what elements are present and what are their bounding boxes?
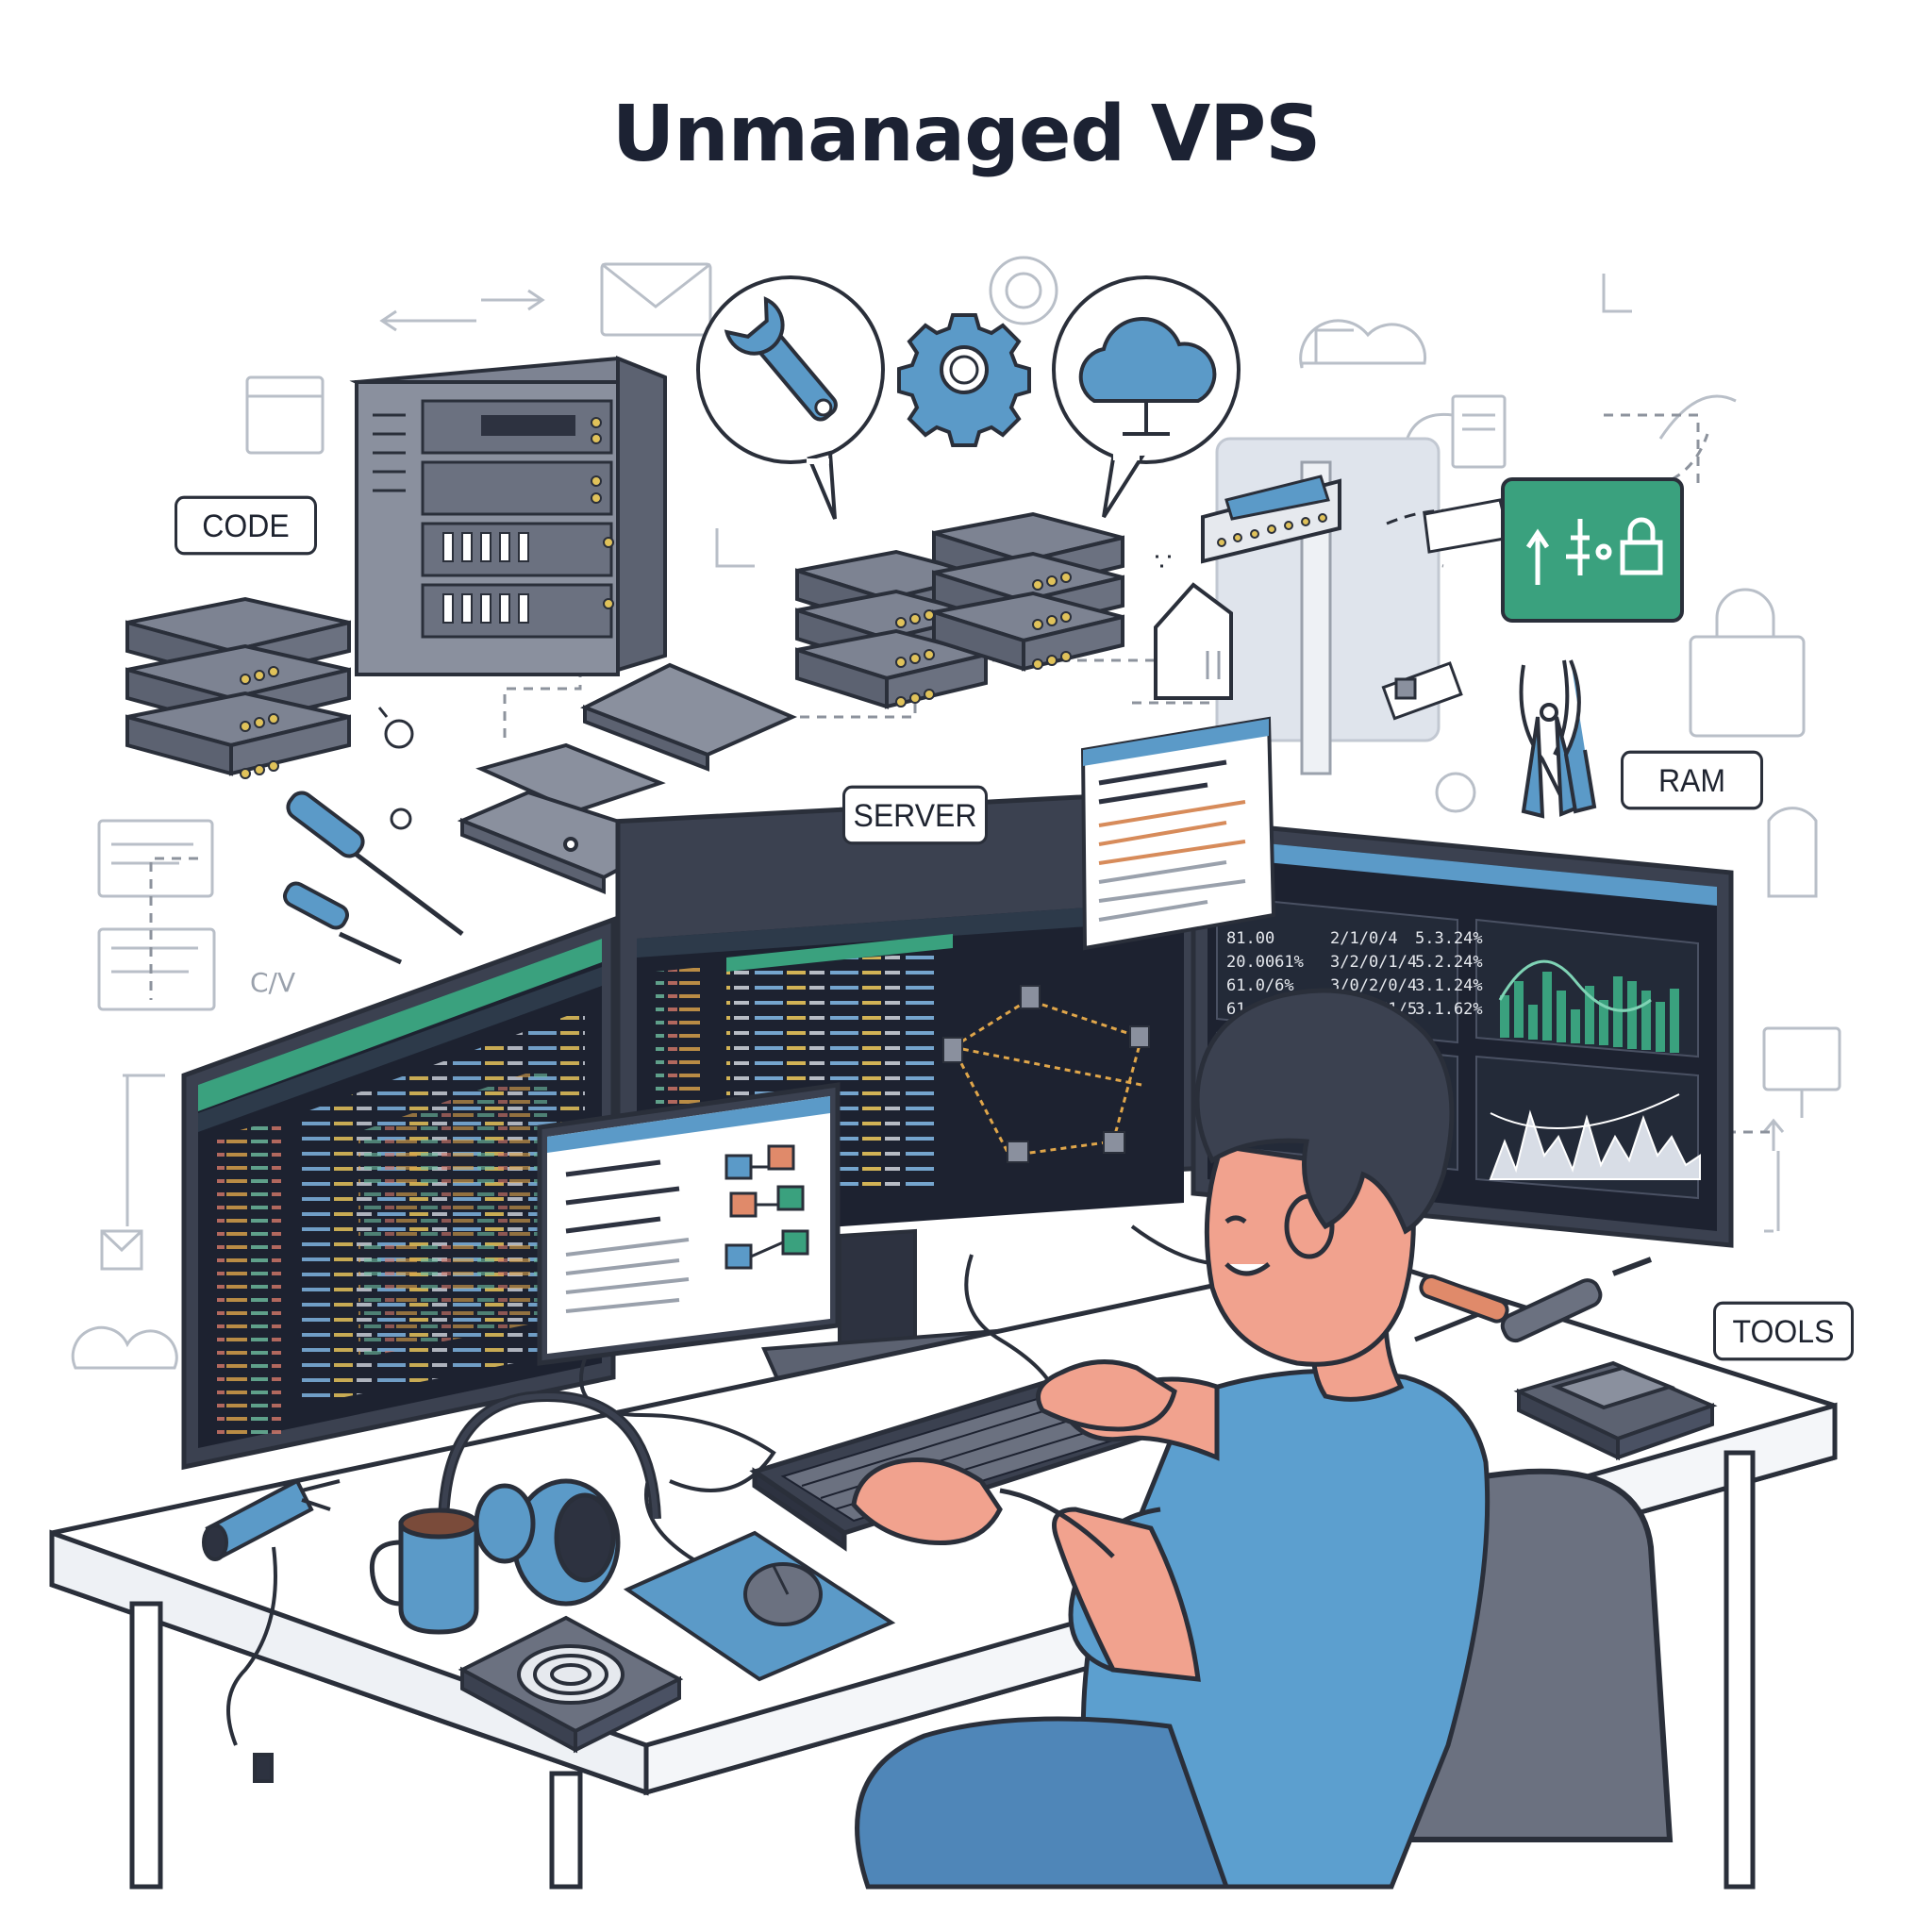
dashboard-cell: 3/0/2/0/4 — [1330, 976, 1417, 995]
soldering-iron-icon — [1414, 1257, 1718, 1461]
window-icon — [245, 375, 325, 455]
clamp-tool — [1381, 661, 1463, 721]
page-title: Unmanaged VPS — [611, 90, 1322, 179]
csv-doodle-label: C/V — [250, 967, 296, 998]
server-stack-left — [125, 596, 351, 779]
mousepad — [623, 1530, 896, 1682]
dashboard-row-3: 61.0/6% 3/0/2/0/43.1.24% — [1226, 976, 1483, 995]
dashboard-cell: 5.2.24% — [1415, 953, 1483, 972]
security-panel — [1501, 477, 1684, 623]
cloud-icon — [1078, 317, 1217, 403]
cloud-small-icon — [71, 1325, 178, 1370]
background-doodles — [71, 256, 1841, 1370]
headphones-icon — [438, 1390, 661, 1607]
dashboard-cell: 3.1.24% — [1415, 976, 1483, 995]
small-doodles — [377, 555, 1171, 830]
screwdriver-icon — [282, 791, 464, 965]
front-monitor — [537, 1082, 841, 1366]
server-label: SERVER — [853, 796, 977, 833]
rack-server — [349, 356, 667, 676]
developer-person — [851, 988, 1491, 1890]
tools-label-tag: TOOLS — [1713, 1301, 1854, 1361]
area-chart — [1489, 1109, 1701, 1180]
code-label-tag: CODE — [175, 495, 317, 556]
cloud-outline-icon — [1299, 319, 1427, 369]
pliers-icon — [1519, 659, 1597, 819]
coffee-mug-icon — [369, 1507, 479, 1635]
ram-label-tag: RAM — [1621, 750, 1763, 810]
dashboard-cell: 5.3.24% — [1415, 929, 1483, 948]
settings-ring-icon — [989, 256, 1058, 325]
left-monitor — [181, 916, 616, 1471]
code-label: CODE — [202, 507, 290, 543]
cloud-bubble — [1052, 275, 1241, 519]
server-label-tag: SERVER — [842, 785, 988, 845]
lock-icon — [1620, 517, 1663, 575]
dashboard-cell: 2/1/0/4 — [1330, 929, 1398, 948]
server-stack-center — [795, 511, 1124, 709]
flowchart — [724, 1144, 809, 1270]
wrench-icon — [724, 296, 838, 422]
tools-label: TOOLS — [1732, 1312, 1835, 1349]
mail-small-icon — [100, 1229, 143, 1271]
ram-label: RAM — [1657, 761, 1726, 798]
dashboard-row-1: 81.00 2/1/0/4 5.3.24% — [1226, 929, 1483, 948]
monitor-small-icon — [1762, 1026, 1841, 1091]
mouse-icon — [743, 1562, 823, 1626]
robot-icon — [1767, 807, 1818, 898]
card-icon — [97, 819, 214, 898]
envelope-icon — [600, 262, 712, 337]
cooling-fan-icon — [458, 1615, 684, 1754]
network-appliance — [1154, 437, 1511, 775]
dashboard-cell: 20.0061% — [1226, 953, 1304, 972]
dashboard-row-2: 20.0061% 3/2/0/1/45.2.24% — [1226, 953, 1483, 972]
dashboard-cell: 81.00 — [1226, 929, 1274, 948]
dashboard-cell: 61.0/6% — [1226, 976, 1294, 995]
dashboard-cell: 3/2/0/1/4 — [1330, 953, 1417, 972]
wrench-bubble — [696, 275, 885, 520]
document-icon — [1451, 394, 1507, 469]
network-diagram — [951, 998, 1143, 1158]
flashlight-icon — [202, 1478, 341, 1783]
dashboard-cell: 3.1.62% — [1415, 1000, 1483, 1019]
gear-icon — [897, 313, 1031, 447]
floating-document — [1080, 716, 1276, 951]
bag-icon — [1689, 635, 1806, 738]
